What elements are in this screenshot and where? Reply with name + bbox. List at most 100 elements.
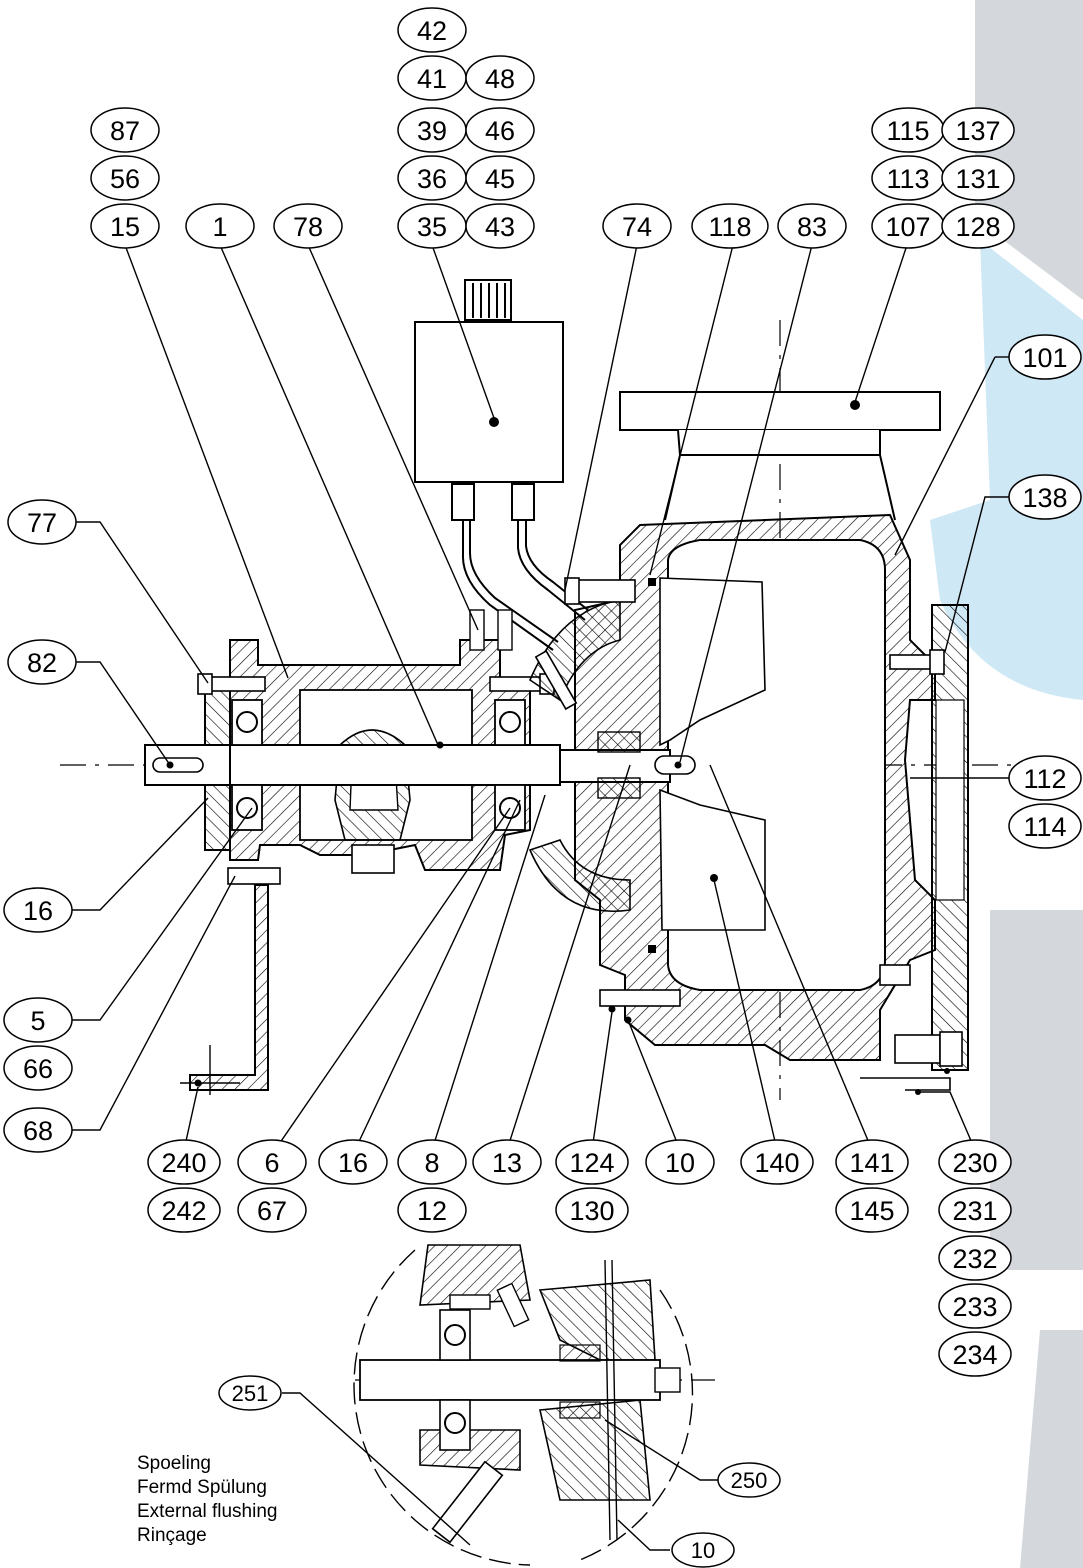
callout-43: 43 <box>465 203 535 249</box>
svg-text:13: 13 <box>492 1148 522 1178</box>
svg-text:118: 118 <box>708 212 751 242</box>
svg-text:8: 8 <box>424 1148 439 1178</box>
cover-plate <box>860 604 969 1095</box>
callout-77: 77 <box>7 499 77 545</box>
svg-text:240: 240 <box>161 1148 206 1178</box>
svg-text:36: 36 <box>417 164 447 194</box>
svg-text:83: 83 <box>797 212 827 242</box>
callout-16-bottom: 16 <box>318 1139 388 1185</box>
svg-text:16: 16 <box>338 1148 368 1178</box>
callout-41: 41 <box>397 55 467 101</box>
svg-text:113: 113 <box>886 164 929 194</box>
callout-251: 251 <box>218 1375 282 1411</box>
motor-stool <box>619 391 941 521</box>
svg-text:12: 12 <box>417 1196 447 1226</box>
callout-16-left: 16 <box>3 887 73 933</box>
svg-text:138: 138 <box>1022 483 1067 513</box>
leader-lines <box>70 244 1012 1551</box>
callout-15: 15 <box>90 203 160 249</box>
callout-12: 12 <box>397 1187 467 1233</box>
note-line-french: Rinçage <box>137 1525 207 1546</box>
bearing-bracket <box>144 577 696 1024</box>
callout-39: 39 <box>397 107 467 153</box>
callout-137: 137 <box>941 107 1015 153</box>
callout-101: 101 <box>1008 334 1082 380</box>
note-line-dutch: Spoeling <box>137 1453 211 1474</box>
callout-130: 130 <box>555 1187 629 1233</box>
svg-text:45: 45 <box>485 164 515 194</box>
motor-block <box>414 279 589 651</box>
svg-text:15: 15 <box>110 212 140 242</box>
svg-text:131: 131 <box>955 164 1000 194</box>
svg-text:77: 77 <box>27 508 57 538</box>
svg-text:16: 16 <box>23 896 53 926</box>
callout-66: 66 <box>3 1045 73 1091</box>
callout-bubbles: 87 56 15 1 78 42 41 48 39 46 36 45 35 43… <box>3 7 1082 1568</box>
callout-35: 35 <box>397 203 467 249</box>
svg-text:87: 87 <box>110 116 140 146</box>
svg-text:48: 48 <box>485 64 515 94</box>
svg-text:137: 137 <box>955 116 1000 146</box>
note-line-german: Fermd Spülung <box>137 1477 267 1498</box>
svg-text:242: 242 <box>161 1196 206 1226</box>
callout-74: 74 <box>602 203 672 249</box>
svg-text:130: 130 <box>569 1196 614 1226</box>
svg-text:250: 250 <box>731 1468 768 1493</box>
support-foot <box>180 884 269 1095</box>
callout-131: 131 <box>941 155 1015 201</box>
svg-text:78: 78 <box>293 212 323 242</box>
callout-78: 78 <box>273 203 343 249</box>
callout-1: 1 <box>185 203 255 249</box>
svg-text:141: 141 <box>849 1148 894 1178</box>
svg-text:42: 42 <box>417 16 447 46</box>
callout-87: 87 <box>90 107 160 153</box>
callout-250: 250 <box>717 1462 781 1498</box>
svg-text:41: 41 <box>417 64 447 94</box>
svg-text:39: 39 <box>417 116 447 146</box>
callout-48: 48 <box>465 55 535 101</box>
callout-42: 42 <box>397 7 467 53</box>
svg-text:56: 56 <box>110 164 140 194</box>
svg-text:6: 6 <box>264 1148 279 1178</box>
svg-text:115: 115 <box>886 116 929 146</box>
svg-text:231: 231 <box>952 1196 997 1226</box>
callout-83: 83 <box>777 203 847 249</box>
svg-text:82: 82 <box>27 648 57 678</box>
svg-text:10: 10 <box>665 1148 695 1178</box>
svg-text:234: 234 <box>952 1340 997 1370</box>
svg-text:66: 66 <box>23 1054 53 1084</box>
callout-138: 138 <box>1008 474 1082 520</box>
callout-128: 128 <box>941 203 1015 249</box>
callout-10: 10 <box>645 1139 715 1185</box>
callout-115: 115 <box>871 107 945 153</box>
svg-text:112: 112 <box>1023 764 1066 794</box>
svg-text:128: 128 <box>955 212 1000 242</box>
svg-text:46: 46 <box>485 116 515 146</box>
svg-text:233: 233 <box>952 1292 997 1322</box>
detail-view <box>353 1244 694 1566</box>
svg-text:10: 10 <box>691 1538 715 1563</box>
svg-text:68: 68 <box>23 1116 53 1146</box>
callout-6: 6 <box>237 1139 307 1185</box>
svg-text:101: 101 <box>1022 343 1067 373</box>
callout-5: 5 <box>3 997 73 1043</box>
callout-232: 232 <box>938 1235 1012 1281</box>
svg-text:232: 232 <box>952 1244 997 1274</box>
callout-45: 45 <box>465 155 535 201</box>
svg-text:5: 5 <box>30 1006 45 1036</box>
callout-234: 234 <box>938 1331 1012 1377</box>
svg-text:145: 145 <box>849 1196 894 1226</box>
svg-text:67: 67 <box>257 1196 287 1226</box>
callout-140: 140 <box>740 1139 814 1185</box>
callout-233: 233 <box>938 1283 1012 1329</box>
callout-240: 240 <box>147 1139 221 1185</box>
callout-46: 46 <box>465 107 535 153</box>
callout-8: 8 <box>397 1139 467 1185</box>
callout-56: 56 <box>90 155 160 201</box>
svg-text:124: 124 <box>569 1148 614 1178</box>
callout-107: 107 <box>871 203 945 249</box>
callout-68: 68 <box>3 1107 73 1153</box>
callout-82: 82 <box>7 639 77 685</box>
callout-114: 114 <box>1008 803 1082 849</box>
